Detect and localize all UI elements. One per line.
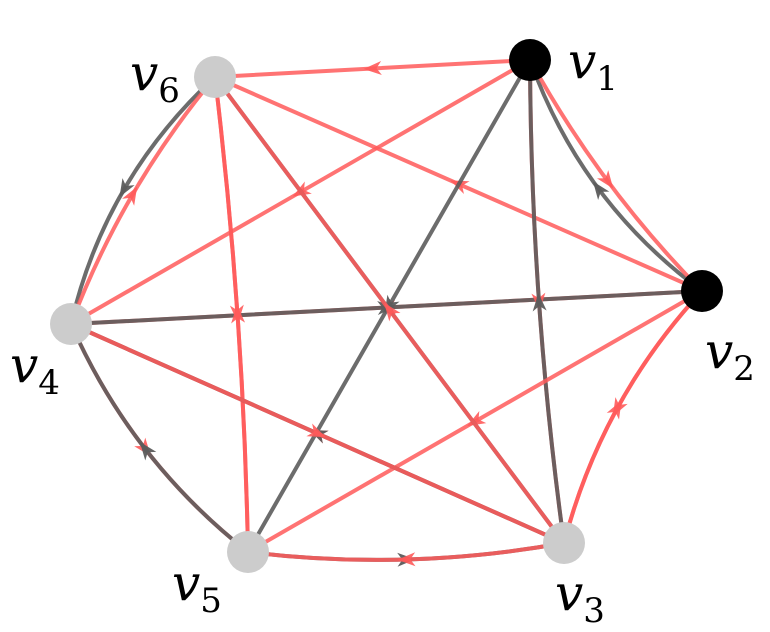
- node-label-sub-v1: 1: [596, 59, 618, 99]
- node-v2: [681, 270, 723, 312]
- node-label-sub-v6: 6: [158, 71, 180, 111]
- arrowhead-v6-v4: [119, 178, 135, 198]
- arrowhead-v3-v6: [384, 302, 401, 322]
- node-label-sub-v2: 2: [733, 349, 755, 389]
- node-label-v1: v1: [568, 32, 618, 99]
- arrowhead-v3-v2: [606, 400, 622, 420]
- arrowhead-v5-v4: [139, 441, 157, 461]
- node-label-sub-v4: 4: [38, 363, 60, 403]
- arrowhead-v1-v6: [363, 61, 382, 76]
- node-layer: [50, 39, 723, 573]
- node-label-v6: v6: [130, 44, 180, 111]
- arrowhead-v4-v3: [306, 423, 326, 438]
- arrowhead-v1-v4: [292, 181, 312, 197]
- edge-v4-v6-red: [69, 75, 217, 326]
- node-label-v2: v2: [705, 322, 755, 389]
- edge-v4-v5-red: [69, 322, 250, 554]
- arrowhead-v1-v2: [596, 170, 614, 189]
- arrowhead-v3-v1: [532, 293, 547, 312]
- arrowhead-v2-v1: [592, 181, 610, 201]
- node-v3: [543, 522, 585, 564]
- node-label-v5: v5: [172, 554, 222, 621]
- node-v4: [50, 303, 92, 345]
- node-label-v3: v3: [555, 564, 605, 631]
- node-v1: [509, 39, 551, 81]
- arrowhead-v6-v5: [229, 304, 244, 324]
- node-v6: [194, 56, 236, 98]
- node-label-v4: v4: [10, 336, 60, 403]
- edge-layer: [69, 58, 704, 567]
- arrowhead-v4-v6: [122, 186, 138, 206]
- node-label-sub-v5: 5: [200, 581, 222, 621]
- edge-v5-v4-black: [69, 322, 250, 554]
- edge-v6-v4-black: [69, 75, 217, 326]
- arrowhead-v2-v6: [450, 180, 470, 195]
- label-layer: v1 v2 v3 v4 v5 v6: [10, 32, 755, 631]
- node-v5: [227, 531, 269, 573]
- node-label-sub-v3: 3: [583, 591, 605, 631]
- arrowhead-v3-v5: [397, 552, 416, 567]
